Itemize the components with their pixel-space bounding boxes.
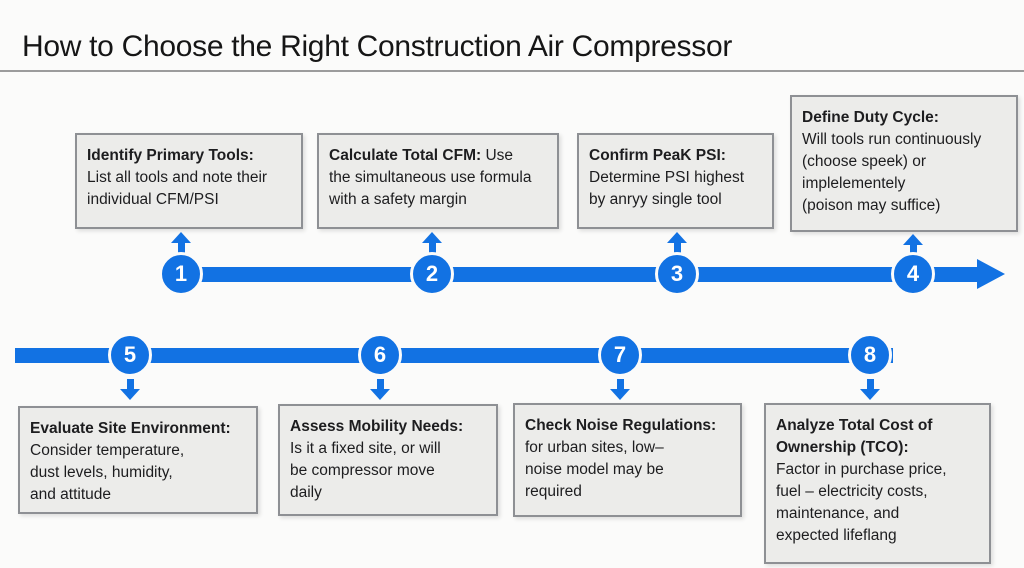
step-heading: Confirm PeaK PSI: xyxy=(589,147,726,164)
step-number: 1 xyxy=(174,261,188,286)
timeline-bar-top xyxy=(180,267,978,282)
up-arrow-icon xyxy=(903,234,923,255)
step-box-5: Evaluate Site Environment: Consider temp… xyxy=(18,406,258,514)
step-body: Is it a fixed site, or will be compresso… xyxy=(290,440,441,501)
step-number: 6 xyxy=(373,342,387,367)
step-number: 7 xyxy=(613,342,627,367)
step-marker-5: 5 xyxy=(108,333,152,377)
step-marker-8: 8 xyxy=(848,333,892,377)
down-arrow-icon xyxy=(860,379,880,400)
step-number: 8 xyxy=(863,342,877,367)
timeline-arrowhead-icon xyxy=(977,259,1005,289)
up-arrow-icon xyxy=(667,232,687,253)
step-box-3: Confirm PeaK PSI: Determine PSI highest … xyxy=(577,133,774,229)
step-box-2: Calculate Total CFM: Use the simultaneou… xyxy=(317,133,559,229)
down-arrow-icon xyxy=(120,379,140,400)
step-body: List all tools and note their individual… xyxy=(87,169,268,208)
page-title: How to Choose the Right Construction Air… xyxy=(22,30,733,63)
step-box-1: Identify Primary Tools: List all tools a… xyxy=(75,133,303,229)
step-body: Use the simultaneous use formula with a … xyxy=(329,147,532,208)
down-arrow-icon xyxy=(370,379,390,400)
step-number: 4 xyxy=(906,261,920,286)
step-body: Factor in purchase price, fuel – electri… xyxy=(776,461,947,544)
step-marker-4: 4 xyxy=(891,252,935,296)
step-heading: Analyze Total Cost of Ownership (TCO): xyxy=(776,417,933,456)
step-heading: Calculate Total CFM: xyxy=(329,147,482,164)
step-body: for urban sites, low– noise model may be… xyxy=(525,439,664,500)
step-body: Determine PSI highest by anryy single to… xyxy=(589,169,745,208)
step-box-6: Assess Mobility Needs: Is it a fixed sit… xyxy=(278,404,498,516)
title-divider xyxy=(0,70,1024,72)
step-body: Will tools run continuously (choose spee… xyxy=(802,131,982,214)
step-marker-6: 6 xyxy=(358,333,402,377)
step-box-4: Define Duty Cycle: Will tools run contin… xyxy=(790,95,1018,232)
step-marker-7: 7 xyxy=(598,333,642,377)
step-body: Consider temperature, dust levels, humid… xyxy=(30,442,185,503)
step-box-7: Check Noise Regulations: for urban sites… xyxy=(513,403,742,517)
up-arrow-icon xyxy=(422,232,442,253)
up-arrow-icon xyxy=(171,232,191,253)
step-number: 3 xyxy=(670,261,684,286)
step-heading: Check Noise Regulations: xyxy=(525,417,717,434)
step-box-8: Analyze Total Cost of Ownership (TCO): F… xyxy=(764,403,991,564)
step-heading: Define Duty Cycle: xyxy=(802,109,939,126)
step-marker-3: 3 xyxy=(655,252,699,296)
timeline-bar-bottom xyxy=(15,348,893,363)
step-marker-2: 2 xyxy=(410,252,454,296)
step-number: 5 xyxy=(123,342,137,367)
step-marker-1: 1 xyxy=(159,252,203,296)
step-heading: Evaluate Site Environment: xyxy=(30,420,231,437)
step-number: 2 xyxy=(425,261,439,286)
step-heading: Identify Primary Tools: xyxy=(87,147,254,164)
step-heading: Assess Mobility Needs: xyxy=(290,418,464,435)
down-arrow-icon xyxy=(610,379,630,400)
